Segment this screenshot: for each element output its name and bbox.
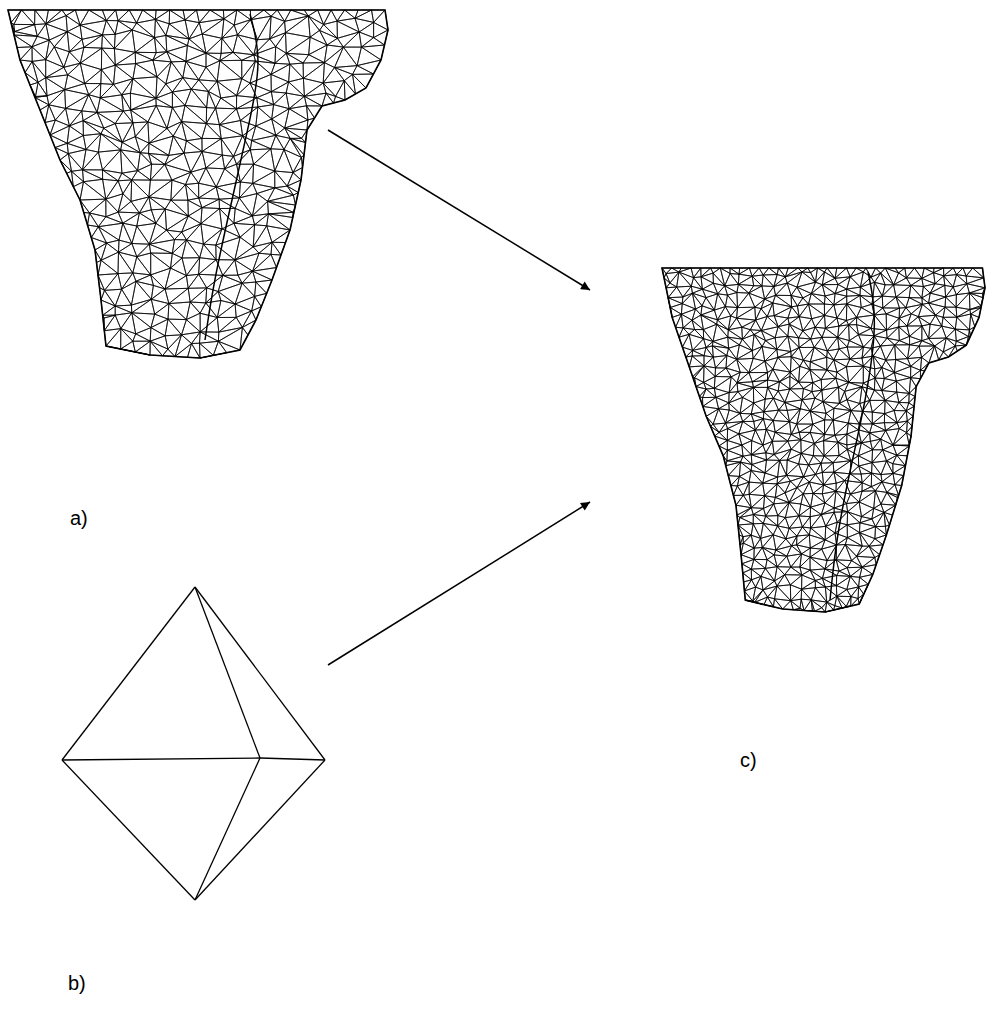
octahedron-edge xyxy=(62,587,195,760)
figure-illustration xyxy=(60,585,328,900)
mesh-wireframe xyxy=(8,10,388,358)
mesh-wireframe xyxy=(662,268,985,612)
octahedron-edge xyxy=(195,758,260,900)
figure-label: b) xyxy=(68,973,86,993)
octahedron-edge xyxy=(195,760,325,900)
octahedron-edge xyxy=(195,587,260,758)
octahedron-edge xyxy=(62,760,195,900)
mesh-fold xyxy=(830,272,874,600)
octahedron-edge xyxy=(260,758,325,760)
figure-label: a) xyxy=(70,508,88,528)
mesh-outline xyxy=(8,10,388,358)
octahedron-edge xyxy=(62,758,260,760)
figure-panel: c) xyxy=(590,262,990,620)
arrow-connector xyxy=(328,502,590,665)
arrow-connector xyxy=(328,130,590,290)
figure-label: c) xyxy=(740,750,757,770)
mesh-outline xyxy=(662,268,985,612)
figure-panel: b) xyxy=(60,585,328,900)
figure-illustration xyxy=(8,8,328,358)
figure-illustration xyxy=(590,262,990,620)
mesh-fold xyxy=(205,14,258,340)
octahedron-edge xyxy=(195,587,325,760)
figure-panel: a) xyxy=(8,8,328,358)
